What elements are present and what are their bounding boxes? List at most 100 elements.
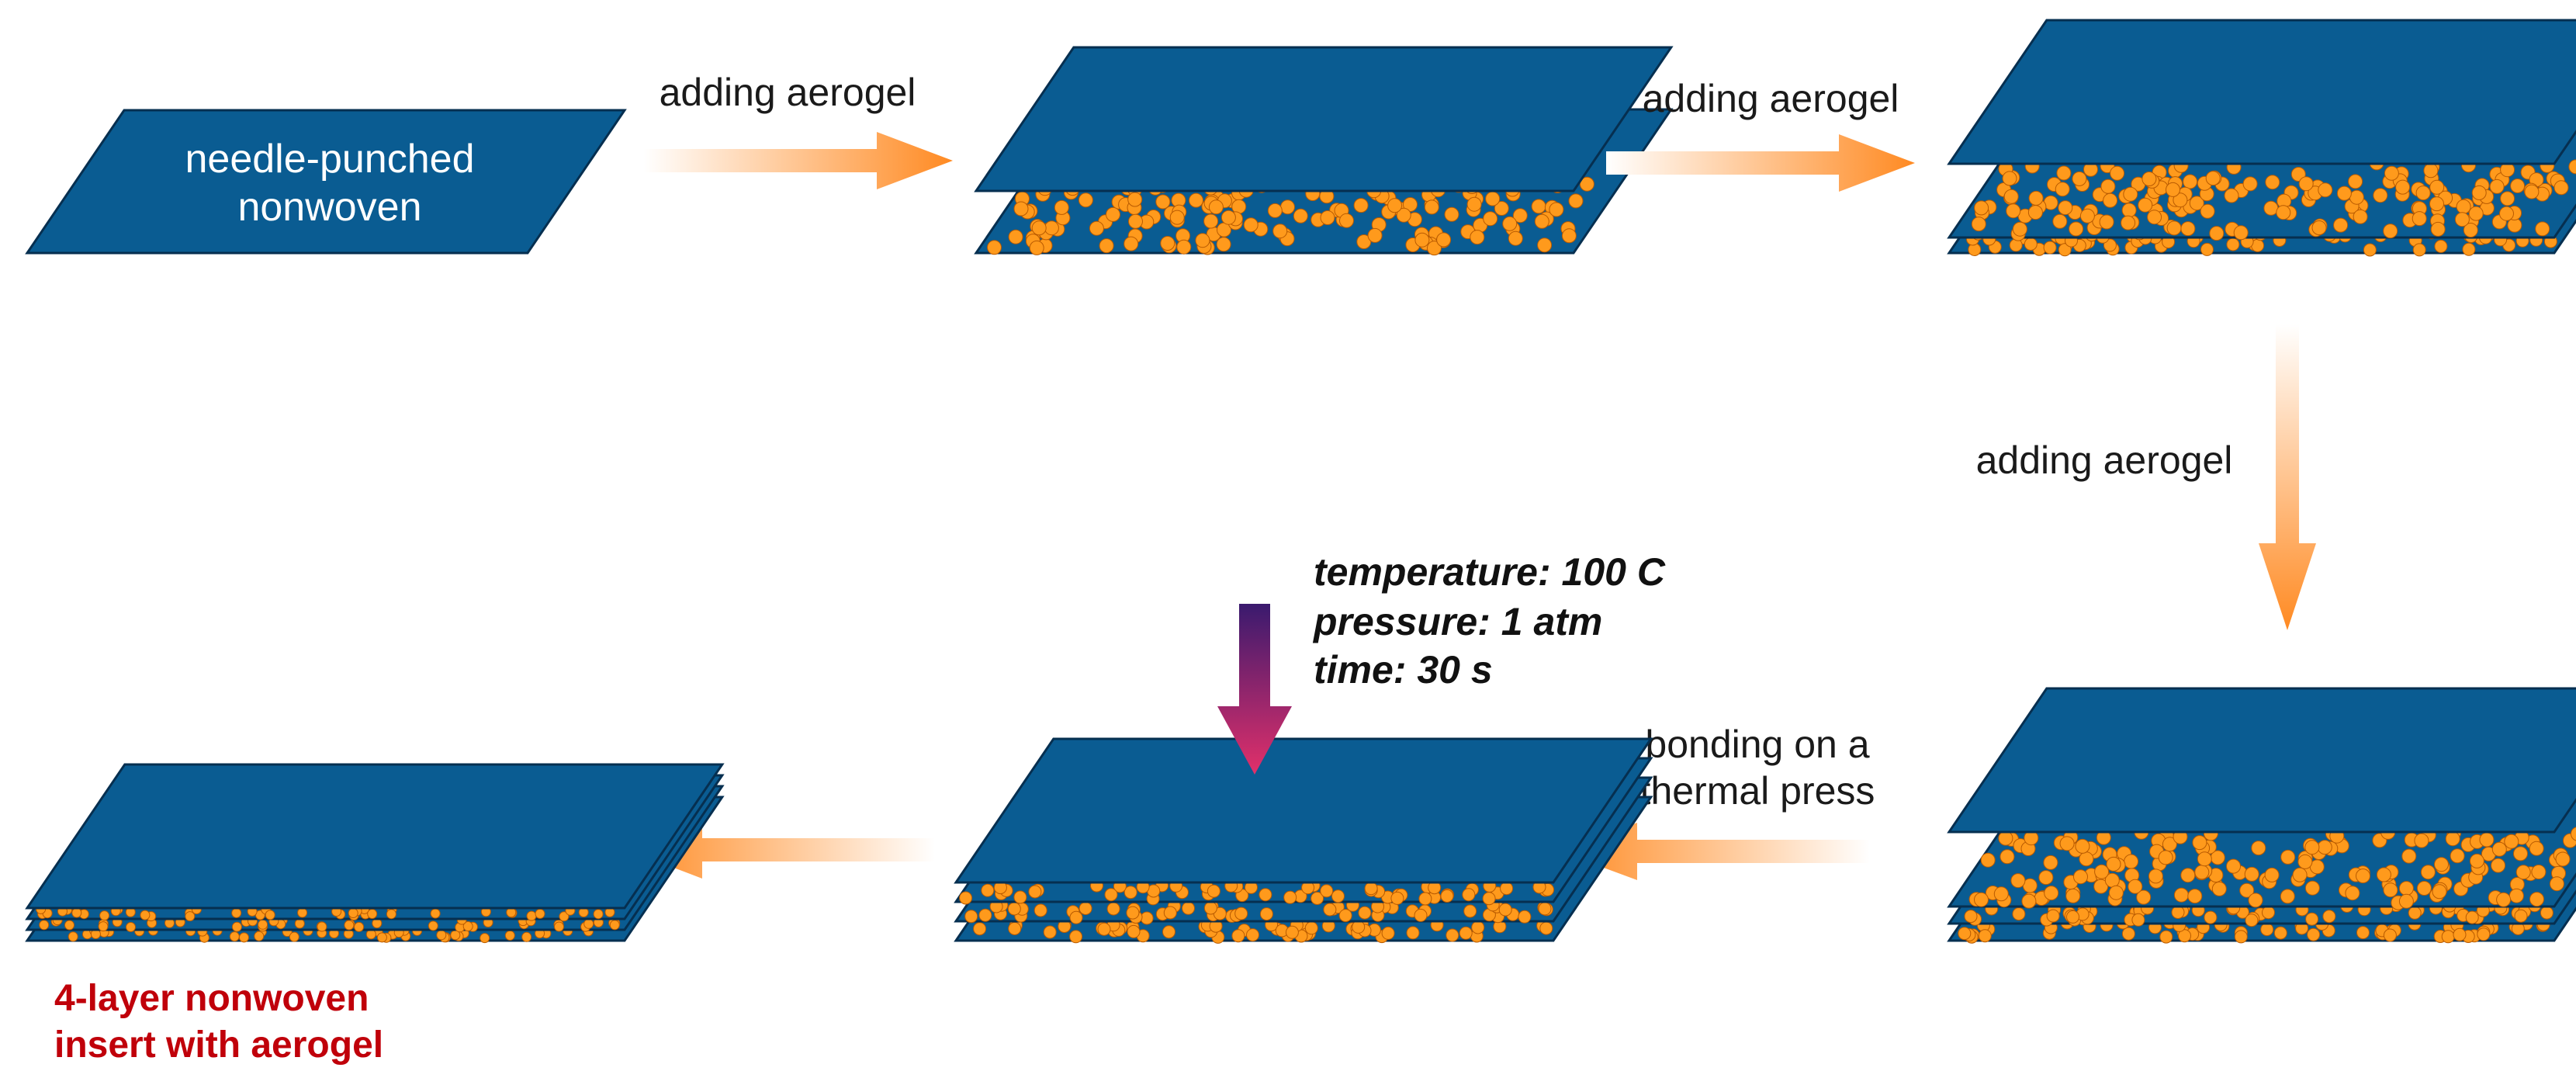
aerogel-particle bbox=[1466, 196, 1482, 212]
stage-4-four-layers bbox=[1947, 687, 2576, 944]
aerogel-particle bbox=[1069, 930, 1083, 944]
aerogel-particle bbox=[2307, 927, 2321, 941]
aerogel-particle bbox=[2136, 889, 2152, 905]
aerogel-particle bbox=[2398, 893, 2414, 909]
aerogel-particle bbox=[2529, 892, 2544, 907]
aerogel-particle bbox=[2441, 930, 2455, 944]
aerogel-particle bbox=[609, 920, 620, 931]
condition-pressure: pressure: 1 atm bbox=[1312, 600, 1602, 643]
aerogel-particle bbox=[71, 907, 82, 918]
aerogel-particle bbox=[2305, 912, 2319, 926]
aerogel-particle bbox=[1028, 885, 1042, 899]
aerogel-particle bbox=[1352, 920, 1366, 934]
bonding-label-line-1: bonding on a bbox=[1645, 723, 1869, 766]
bonding-label-line-2: thermal press bbox=[1640, 769, 1875, 813]
aerogel-particle bbox=[2429, 196, 2444, 212]
aerogel-particle bbox=[2373, 188, 2388, 203]
aerogel-particle bbox=[2100, 179, 2116, 194]
aerogel-particle bbox=[1008, 229, 1023, 244]
aerogel-particle bbox=[265, 910, 275, 920]
aerogel-particle bbox=[1470, 230, 1485, 245]
aerogel-particle bbox=[2412, 211, 2427, 227]
aerogel-particle bbox=[2401, 848, 2417, 864]
aerogel-particle bbox=[2056, 165, 2072, 181]
aerogel-particle bbox=[978, 908, 992, 922]
aerogel-particle bbox=[2000, 849, 2015, 865]
nonwoven-layer-top bbox=[954, 737, 1653, 884]
aerogel-particle bbox=[2239, 882, 2255, 898]
aerogel-particle bbox=[2226, 237, 2240, 251]
aerogel-particle bbox=[1078, 192, 1093, 208]
aerogel-particle bbox=[1414, 908, 1428, 922]
aerogel-particle bbox=[2226, 858, 2241, 874]
aerogel-particle bbox=[1958, 927, 1972, 941]
aerogel-particle bbox=[1440, 889, 1454, 903]
aerogel-particle bbox=[2383, 928, 2397, 942]
aerogel-particle bbox=[2491, 841, 2507, 857]
aerogel-particle bbox=[2012, 907, 2026, 921]
aerogel-particle bbox=[1079, 902, 1092, 915]
aerogel-particle bbox=[2187, 889, 2203, 904]
aerogel-particle bbox=[289, 931, 299, 942]
aerogel-particle bbox=[1356, 234, 1372, 249]
aerogel-particle bbox=[2356, 868, 2370, 884]
aerogel-particle bbox=[2535, 221, 2550, 237]
aerogel-particle bbox=[2510, 179, 2526, 193]
aerogel-particle bbox=[1203, 901, 1217, 915]
aerogel-particle bbox=[2513, 846, 2528, 861]
aerogel-particle bbox=[1259, 888, 1272, 902]
aerogel-particle bbox=[1427, 241, 1442, 256]
aerogel-particle bbox=[2349, 189, 2364, 205]
aerogel-particle bbox=[2276, 205, 2291, 220]
aerogel-particle bbox=[2043, 241, 2057, 255]
aerogel-particle bbox=[2108, 885, 2124, 900]
aerogel-particle bbox=[2463, 223, 2478, 237]
aerogel-particle bbox=[430, 908, 441, 919]
adding-aerogel-label-2: adding aerogel bbox=[1643, 77, 1899, 120]
aerogel-particle bbox=[2260, 923, 2274, 937]
aerogel-particle bbox=[1323, 903, 1337, 917]
aerogel-particle bbox=[2028, 190, 2044, 206]
aerogel-particle bbox=[367, 909, 378, 919]
aerogel-particle bbox=[1140, 911, 1154, 925]
result-label-line-1: 4-layer nonwoven bbox=[54, 978, 369, 1019]
aerogel-particle bbox=[428, 920, 438, 931]
aerogel-particle bbox=[1396, 207, 1411, 223]
aerogel-particle bbox=[2384, 165, 2399, 181]
aerogel-particle bbox=[987, 240, 1002, 255]
aerogel-particle bbox=[2311, 220, 2327, 235]
aerogel-particle bbox=[2398, 881, 2414, 896]
aerogel-particle bbox=[2093, 879, 2109, 894]
aerogel-particle bbox=[2131, 913, 2145, 927]
aerogel-particle bbox=[2010, 873, 2026, 889]
stage-3-three-layers bbox=[1947, 19, 2576, 257]
aerogel-particle bbox=[2297, 854, 2313, 869]
aerogel-particle bbox=[2456, 199, 2471, 214]
aerogel-particle bbox=[2263, 200, 2279, 216]
aerogel-particle bbox=[554, 921, 564, 932]
aerogel-particle bbox=[2500, 191, 2515, 206]
aerogel-particle bbox=[185, 911, 196, 922]
aerogel-particle bbox=[2504, 834, 2519, 849]
aerogel-particle bbox=[1320, 884, 1334, 898]
aerogel-particle bbox=[2069, 221, 2084, 237]
aerogel-particle bbox=[2158, 850, 2173, 865]
aerogel-particle bbox=[229, 931, 240, 942]
aerogel-particle bbox=[1406, 926, 1420, 940]
aerogel-particle bbox=[1182, 901, 1195, 915]
aerogel-particle bbox=[386, 909, 396, 920]
aerogel-particle bbox=[2147, 210, 2162, 225]
aerogel-particle bbox=[344, 920, 355, 931]
aerogel-particle bbox=[258, 919, 268, 930]
aerogel-particle bbox=[1155, 194, 1171, 210]
aerogel-particle bbox=[2353, 209, 2368, 224]
aerogel-particle bbox=[1008, 922, 1022, 935]
aerogel-particle bbox=[1176, 239, 1192, 255]
aerogel-particle bbox=[2079, 208, 2095, 224]
aerogel-particle bbox=[1272, 224, 1288, 239]
aerogel-particle bbox=[2408, 906, 2422, 920]
aerogel-particle bbox=[2110, 165, 2125, 181]
aerogel-particle bbox=[2200, 242, 2214, 256]
left-arrow bbox=[627, 821, 935, 879]
aerogel-particle bbox=[1031, 220, 1047, 236]
